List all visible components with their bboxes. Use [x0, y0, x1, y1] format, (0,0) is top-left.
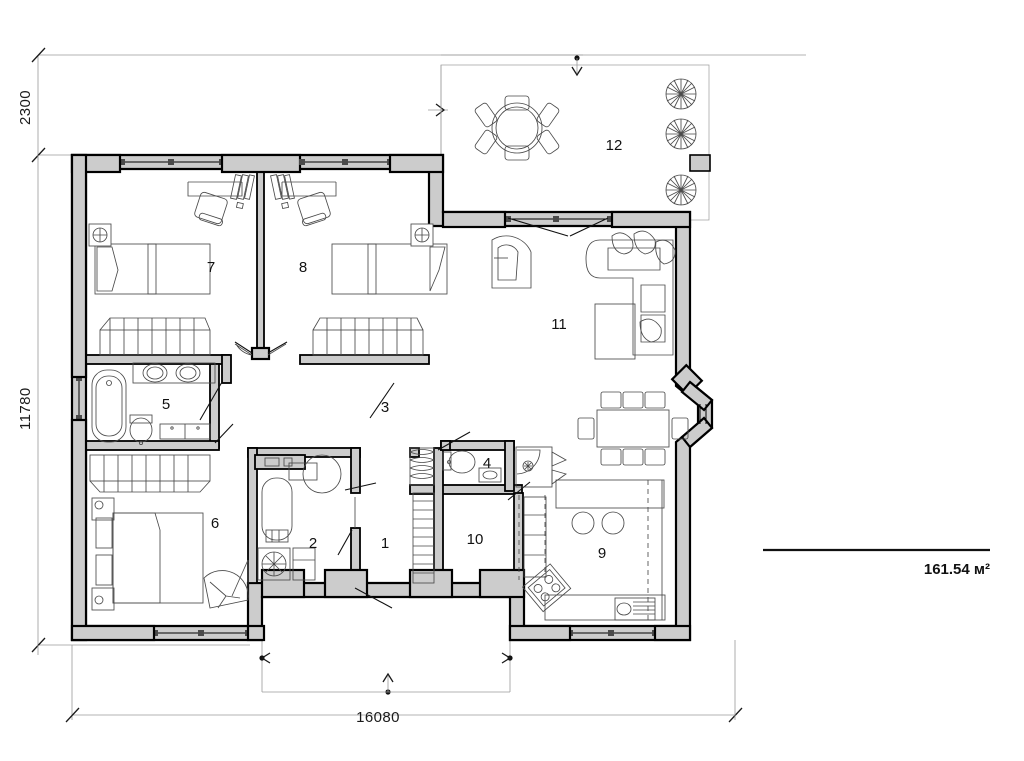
room-label-7: 7 — [207, 259, 215, 276]
furniture-living-11 — [491, 230, 689, 466]
area-value: 161.54 м² — [924, 561, 990, 578]
furniture-wc-4 — [442, 450, 502, 483]
furniture-kitchen-9 — [515, 446, 666, 621]
room-label-1: 1 — [381, 535, 389, 552]
dimension-16080: 16080 — [356, 709, 400, 726]
furniture-pantry-10 — [523, 496, 547, 578]
room-label-2: 2 — [309, 535, 317, 552]
room-label-6: 6 — [211, 515, 219, 532]
room-label-12: 12 — [606, 137, 623, 154]
room-label-8: 8 — [299, 259, 307, 276]
doors — [214, 341, 546, 598]
dimension-2300: 2300 — [17, 90, 34, 125]
bay-window — [680, 380, 714, 449]
windows — [70, 153, 692, 642]
leader-lines — [199, 217, 609, 609]
terrace-plants — [665, 78, 711, 206]
furniture-hall-1 — [409, 447, 435, 584]
furniture-utility-2 — [254, 454, 342, 581]
furniture-bedroom-6 — [89, 454, 249, 611]
dimension-lines — [31, 47, 806, 723]
room-label-10: 10 — [467, 531, 484, 548]
room-labels: 1 2 3 4 5 6 7 8 9 10 11 12 — [162, 137, 623, 562]
room-label-3: 3 — [381, 399, 389, 416]
room-label-11: 11 — [551, 316, 567, 333]
furniture-bedroom-7 — [88, 174, 255, 356]
dimension-11780: 11780 — [17, 387, 34, 430]
area-callout: 161.54 м² — [763, 548, 990, 578]
furniture-bathroom-5 — [91, 362, 216, 446]
terrace-dining-set — [474, 95, 560, 161]
room-label-9: 9 — [598, 545, 606, 562]
room-label-4: 4 — [483, 455, 491, 472]
furniture-bedroom-8 — [270, 174, 448, 356]
interior-walls — [85, 168, 704, 599]
room-label-5: 5 — [162, 396, 170, 413]
